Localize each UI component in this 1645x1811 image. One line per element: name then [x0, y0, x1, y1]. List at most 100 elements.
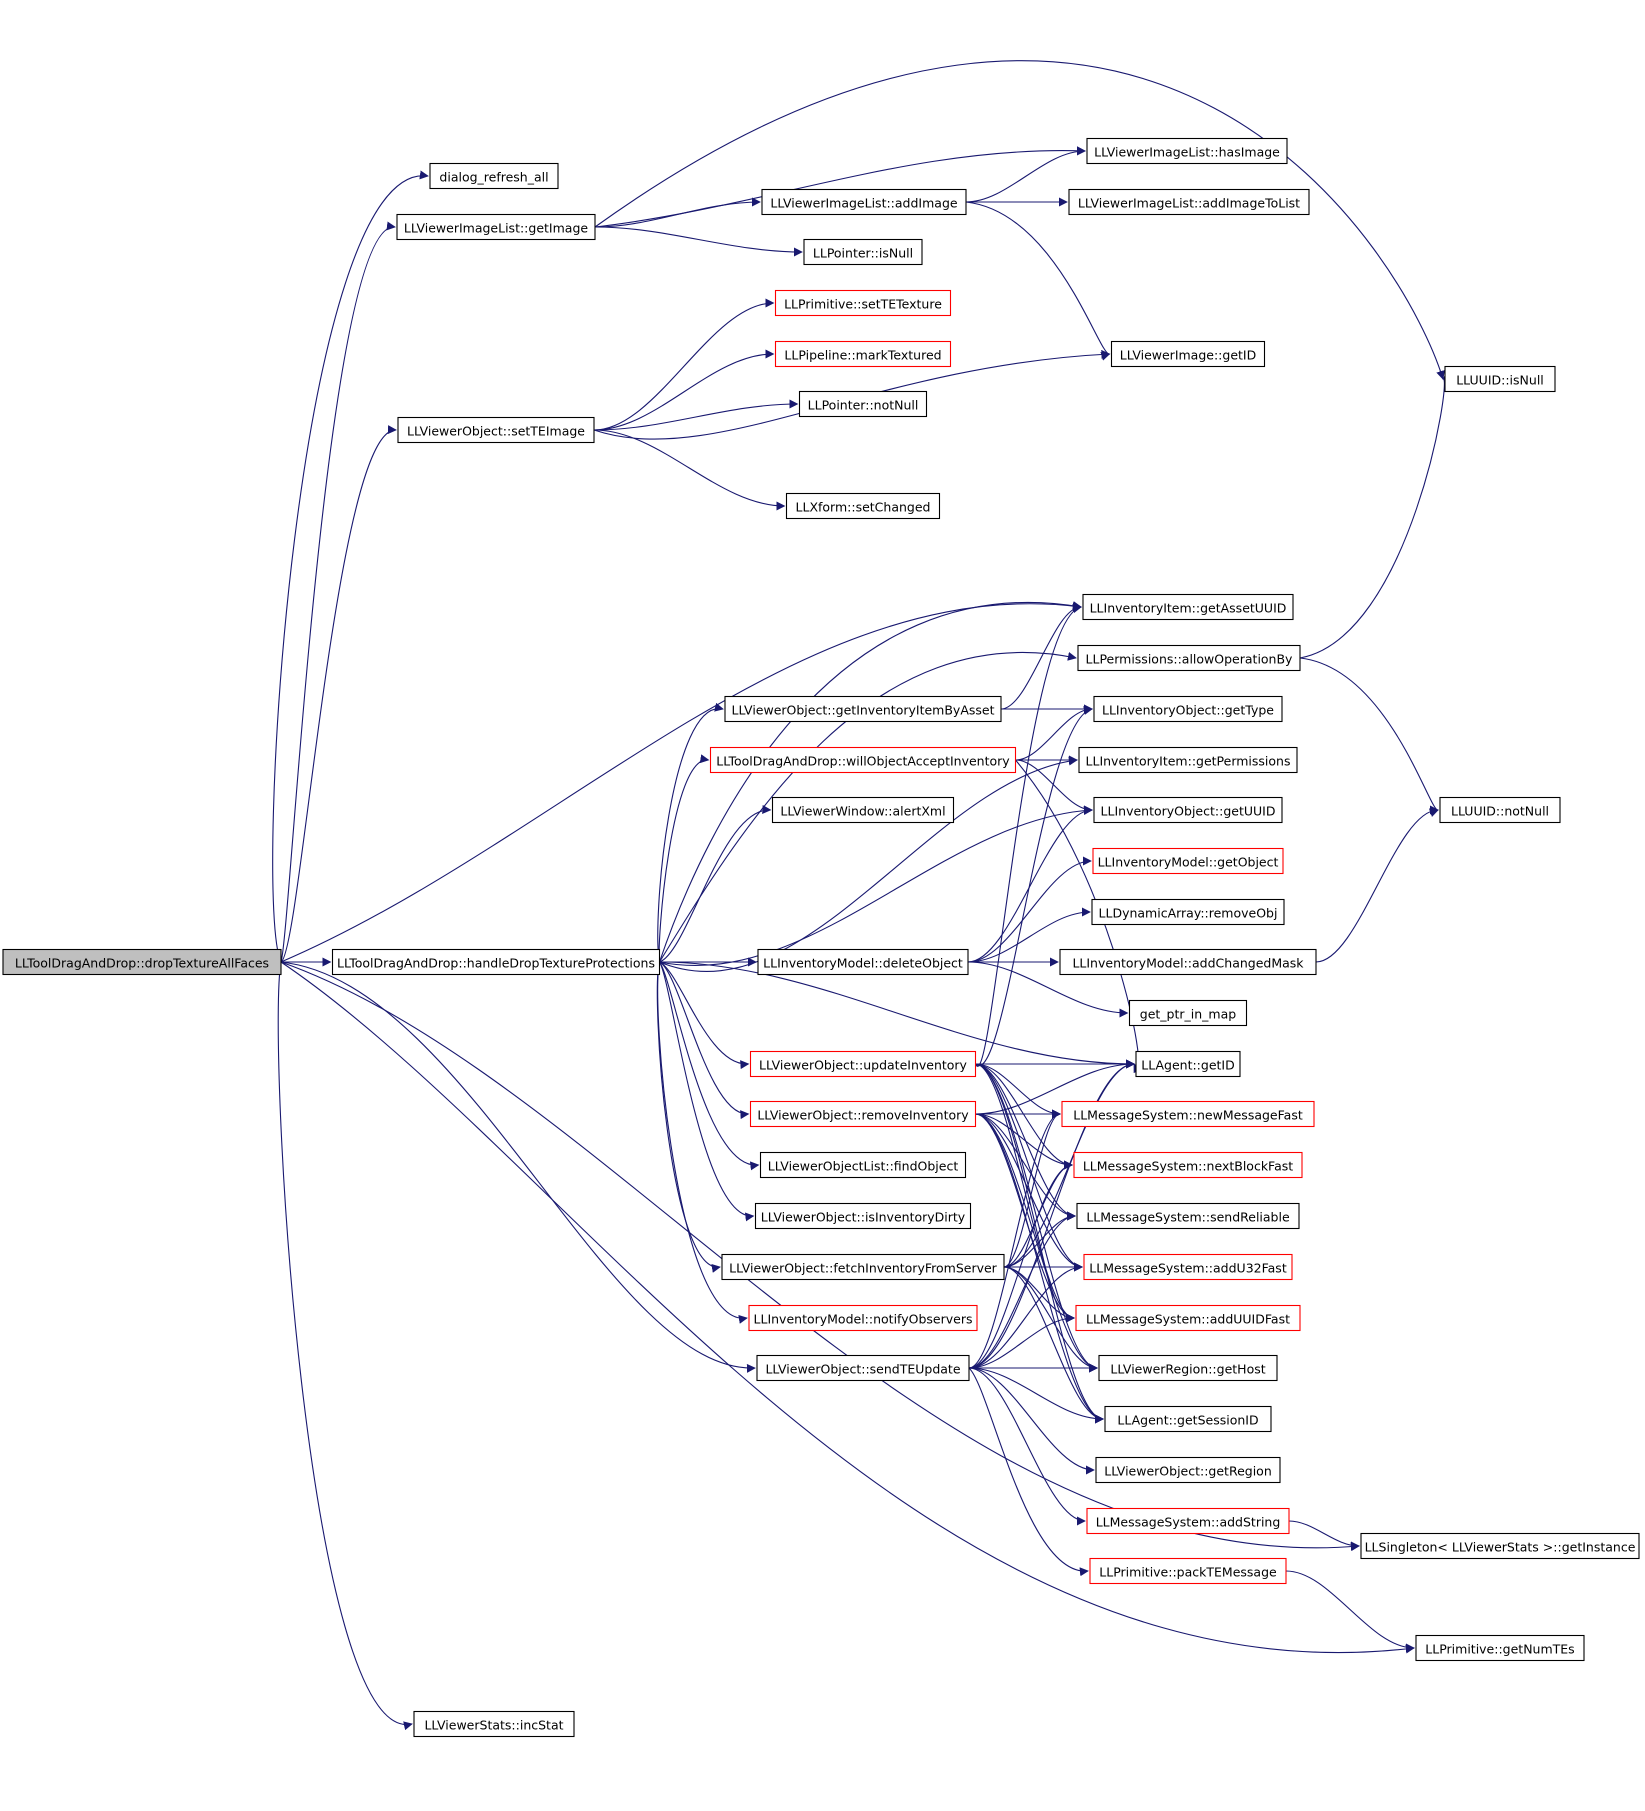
node-label: LLToolDragAndDrop::handleDropTextureProt… [337, 956, 655, 971]
function-node[interactable]: get_ptr_in_map [1128, 999, 1248, 1027]
node-box [1098, 1354, 1278, 1382]
function-node[interactable]: LLViewerImageList::addImage [761, 188, 967, 216]
node-label: LLViewerRegion::getHost [1110, 1362, 1265, 1377]
node-box [1086, 1507, 1290, 1535]
function-node[interactable]: LLPipeline::markTextured [774, 340, 952, 368]
function-node[interactable]: LLInventoryItem::getPermissions [1078, 746, 1298, 774]
function-node[interactable]: LLMessageSystem::sendReliable [1076, 1202, 1300, 1230]
function-node[interactable]: dialog_refresh_all [429, 162, 559, 190]
call-edge [593, 349, 775, 431]
function-node[interactable]: LLSingleton< LLViewerStats >::getInstanc… [1360, 1532, 1640, 1560]
node-box [774, 289, 952, 317]
function-node[interactable]: LLViewerImageList::addImageToList [1068, 188, 1310, 216]
function-node[interactable]: LLInventoryModel::deleteObject [757, 948, 969, 976]
node-label: LLMessageSystem::addUUIDFast [1086, 1312, 1290, 1327]
call-edge [280, 961, 1415, 1654]
node-label: LLPointer::notNull [808, 398, 919, 413]
node-box [757, 948, 969, 976]
call-edge [975, 1059, 1135, 1115]
function-node[interactable]: LLToolDragAndDrop::willObjectAcceptInven… [709, 746, 1017, 774]
function-node[interactable]: LLMessageSystem::addString [1086, 1507, 1290, 1535]
node-box [774, 340, 952, 368]
function-node[interactable]: LLViewerObject::updateInventory [749, 1050, 977, 1078]
function-node[interactable]: LLMessageSystem::addU32Fast [1083, 1253, 1293, 1281]
node-label: LLViewerImage::getID [1120, 348, 1256, 363]
function-node[interactable]: LLXform::setChanged [785, 492, 941, 520]
call-edge [967, 856, 1092, 963]
call-edge [968, 1160, 1073, 1369]
node-label: LLPrimitive::setTETexture [784, 297, 942, 312]
root-function-node[interactable]: LLToolDragAndDrop::dropTextureAllFaces [2, 948, 282, 976]
call-edge [659, 805, 772, 963]
function-node[interactable]: LLViewerObjectList::findObject [759, 1151, 967, 1179]
function-node[interactable]: LLMessageSystem::addUUIDFast [1075, 1304, 1301, 1332]
function-node[interactable]: LLViewerImage::getID [1110, 340, 1266, 368]
node-label: LLXform::setChanged [796, 500, 931, 515]
call-edge [968, 1367, 1086, 1526]
node-label: LLInventoryModel::addChangedMask [1072, 956, 1304, 971]
function-node[interactable]: LLPointer::isNull [803, 238, 923, 266]
call-edge [277, 961, 413, 1731]
function-node[interactable]: LLViewerObject::getInventoryItemByAsset [724, 695, 1002, 723]
call-edge [968, 1367, 1089, 1577]
function-node[interactable]: LLPrimitive::packTEMessage [1089, 1557, 1287, 1585]
nodes-layer: LLToolDragAndDrop::dropTextureAllFaces di… [2, 137, 1640, 1738]
function-node[interactable]: LLViewerRegion::getHost [1098, 1354, 1278, 1382]
node-box [1086, 137, 1288, 165]
function-node[interactable]: LLViewerObject::setTEImage [397, 416, 595, 444]
function-node[interactable]: LLPointer::notNull [798, 390, 928, 418]
function-node[interactable]: LLPrimitive::getNumTEs [1415, 1634, 1585, 1662]
node-box [759, 1151, 967, 1179]
node-box [756, 1354, 970, 1382]
function-node[interactable]: LLViewerImageList::getImage [396, 213, 596, 241]
node-box [1075, 1304, 1301, 1332]
call-edge [657, 702, 724, 963]
call-edge [965, 146, 1086, 203]
node-label: LLViewerImageList::addImageToList [1078, 196, 1300, 211]
function-node[interactable]: LLInventoryModel::notifyObservers [748, 1304, 978, 1332]
call-edge [1003, 1266, 1098, 1373]
node-box [1091, 898, 1285, 926]
function-node[interactable]: LLInventoryObject::getUUID [1093, 796, 1283, 824]
function-node[interactable]: LLViewerObject::sendTEUpdate [756, 1354, 970, 1382]
call-edge [1315, 805, 1439, 963]
function-node[interactable]: LLPermissions::allowOperationBy [1077, 644, 1301, 672]
node-box [1439, 796, 1561, 824]
function-node[interactable]: LLViewerObject::removeInventory [749, 1100, 977, 1128]
node-label: LLViewerObject::fetchInventoryFromServer [729, 1261, 997, 1276]
node-label: LLToolDragAndDrop::willObjectAcceptInven… [716, 754, 1010, 769]
function-node[interactable]: LLToolDragAndDrop::handleDropTextureProt… [331, 948, 661, 976]
function-node[interactable]: LLMessageSystem::nextBlockFast [1073, 1151, 1303, 1179]
node-box [429, 162, 559, 190]
node-box [724, 695, 1002, 723]
function-node[interactable]: LLDynamicArray::removeObj [1091, 898, 1285, 926]
function-node[interactable]: LLInventoryModel::getObject [1092, 847, 1284, 875]
function-node[interactable]: LLAgent::getID [1135, 1050, 1241, 1078]
function-node[interactable]: LLUUID::isNull [1444, 365, 1556, 393]
function-node[interactable]: LLViewerObject::fetchInventoryFromServer [721, 1253, 1005, 1281]
function-node[interactable]: LLAgent::getSessionID [1104, 1405, 1272, 1433]
function-node[interactable]: LLViewerWindow::alertXml [771, 796, 955, 824]
node-label: LLInventoryItem::getPermissions [1086, 754, 1291, 769]
node-label: LLSingleton< LLViewerStats >::getInstanc… [1365, 1540, 1636, 1555]
function-node[interactable]: LLPrimitive::setTETexture [774, 289, 952, 317]
call-edge [659, 961, 750, 1070]
function-node[interactable]: LLMessageSystem::newMessageFast [1061, 1100, 1315, 1128]
function-node[interactable]: LLViewerObject::isInventoryDirty [754, 1202, 972, 1230]
call-edge [1003, 1109, 1061, 1268]
function-node[interactable]: LLUUID::notNull [1439, 796, 1561, 824]
call-edge [1003, 1266, 1104, 1424]
node-label: LLViewerObject::updateInventory [759, 1058, 968, 1073]
function-node[interactable]: LLViewerStats::incStat [413, 1710, 575, 1738]
function-node[interactable]: LLInventoryModel::addChangedMask [1059, 948, 1317, 976]
call-edge [968, 1313, 1075, 1369]
node-label: LLMessageSystem::addU32Fast [1089, 1261, 1287, 1276]
node-label: LLMessageSystem::sendReliable [1086, 1210, 1290, 1225]
edges-layer [272, 60, 1453, 1731]
function-node[interactable]: LLInventoryObject::getType [1093, 695, 1283, 723]
function-node[interactable]: LLViewerObject::getRegion [1095, 1456, 1281, 1484]
call-edge [594, 197, 761, 228]
node-label: LLViewerStats::incStat [424, 1718, 563, 1733]
function-node[interactable]: LLViewerImageList::hasImage [1086, 137, 1288, 165]
function-node[interactable]: LLInventoryItem::getAssetUUID [1082, 593, 1294, 621]
